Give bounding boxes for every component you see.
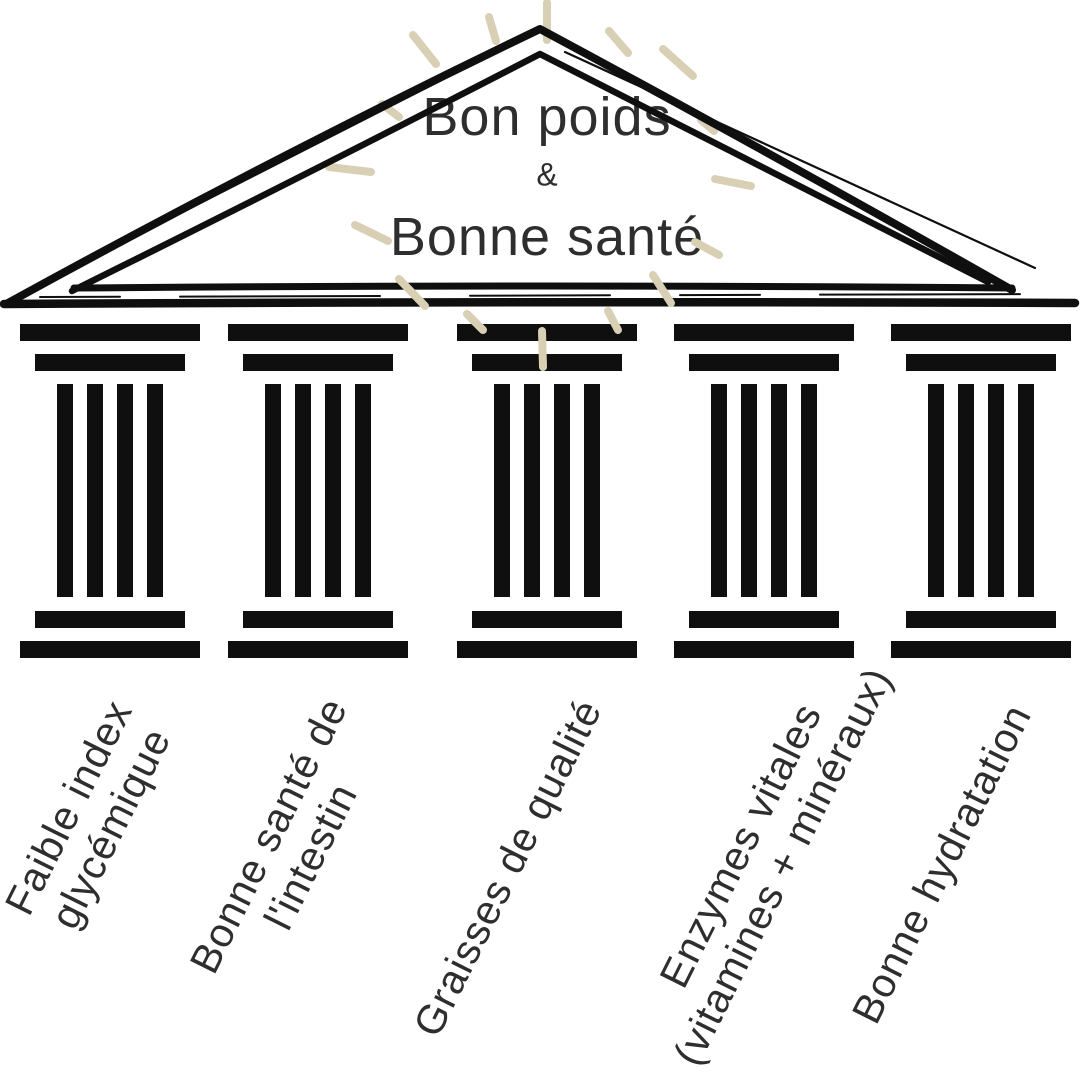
pillar-label-line: Bonne hydratation	[842, 696, 1041, 1031]
pillar-column-5	[891, 324, 1071, 658]
column-capital-abacus	[457, 324, 637, 341]
column-base-lower	[20, 641, 200, 658]
column-base-lower	[891, 641, 1071, 658]
column-shaft	[494, 384, 600, 597]
column-capital-echinus	[35, 354, 185, 371]
column-flute	[1018, 384, 1034, 597]
column-flute	[265, 384, 281, 597]
pillar-column-2	[228, 324, 408, 658]
column-base-lower	[674, 641, 854, 658]
column-flute	[554, 384, 570, 597]
column-capital-echinus	[906, 354, 1056, 371]
column-base-upper	[906, 611, 1056, 628]
column-flute	[325, 384, 341, 597]
pillar-column-3	[457, 324, 637, 658]
column-base-upper	[472, 611, 622, 628]
column-base-upper	[689, 611, 839, 628]
column-flute	[57, 384, 73, 597]
column-shaft	[928, 384, 1034, 597]
column-flute	[295, 384, 311, 597]
column-capital-echinus	[243, 354, 393, 371]
pillar-label-line: Graisses de qualité	[404, 691, 611, 1044]
column-capital-echinus	[472, 354, 622, 371]
column-base-upper	[243, 611, 393, 628]
column-flute	[771, 384, 787, 597]
column-base-lower	[228, 641, 408, 658]
column-flute	[117, 384, 133, 597]
column-flute	[584, 384, 600, 597]
column-shaft	[57, 384, 163, 597]
pillar-label-5: Bonne hydratation	[843, 697, 1041, 1031]
column-flute	[958, 384, 974, 597]
column-capital-abacus	[674, 324, 854, 341]
column-capital-abacus	[20, 324, 200, 341]
column-capital-abacus	[891, 324, 1071, 341]
column-flute	[147, 384, 163, 597]
column-flute	[928, 384, 944, 597]
column-base-lower	[457, 641, 637, 658]
column-flute	[741, 384, 757, 597]
column-shaft	[265, 384, 371, 597]
column-flute	[711, 384, 727, 597]
column-base-upper	[35, 611, 185, 628]
column-flute	[494, 384, 510, 597]
column-flute	[524, 384, 540, 597]
pillar-label-3: Graisses de qualité	[404, 692, 611, 1044]
column-flute	[355, 384, 371, 597]
pillar-column-4	[674, 324, 854, 658]
column-capital-echinus	[689, 354, 839, 371]
column-flute	[801, 384, 817, 597]
column-flute	[87, 384, 103, 597]
column-shaft	[711, 384, 817, 597]
column-flute	[988, 384, 1004, 597]
column-capital-abacus	[228, 324, 408, 341]
pillar-column-1	[20, 324, 200, 658]
